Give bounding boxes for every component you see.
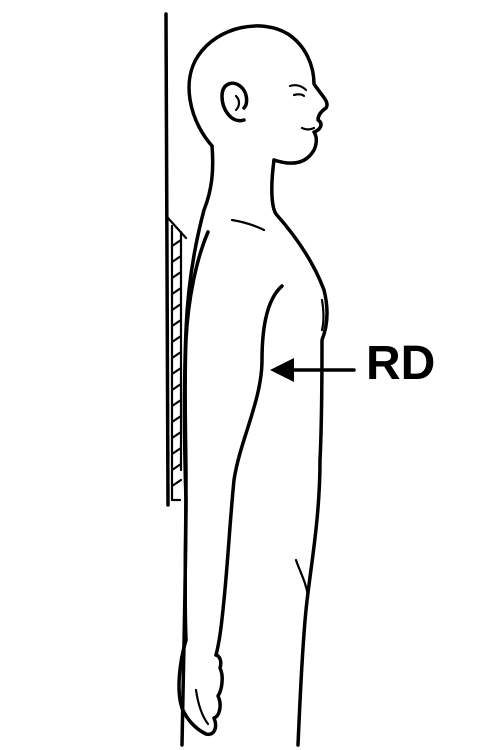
- head-icon: [187, 24, 329, 165]
- back-support-icon: [166, 216, 188, 502]
- wall-line: [164, 12, 170, 507]
- rd-label: RD: [366, 337, 436, 390]
- body-outline: [177, 144, 329, 747]
- left-arrow-icon: [270, 358, 356, 382]
